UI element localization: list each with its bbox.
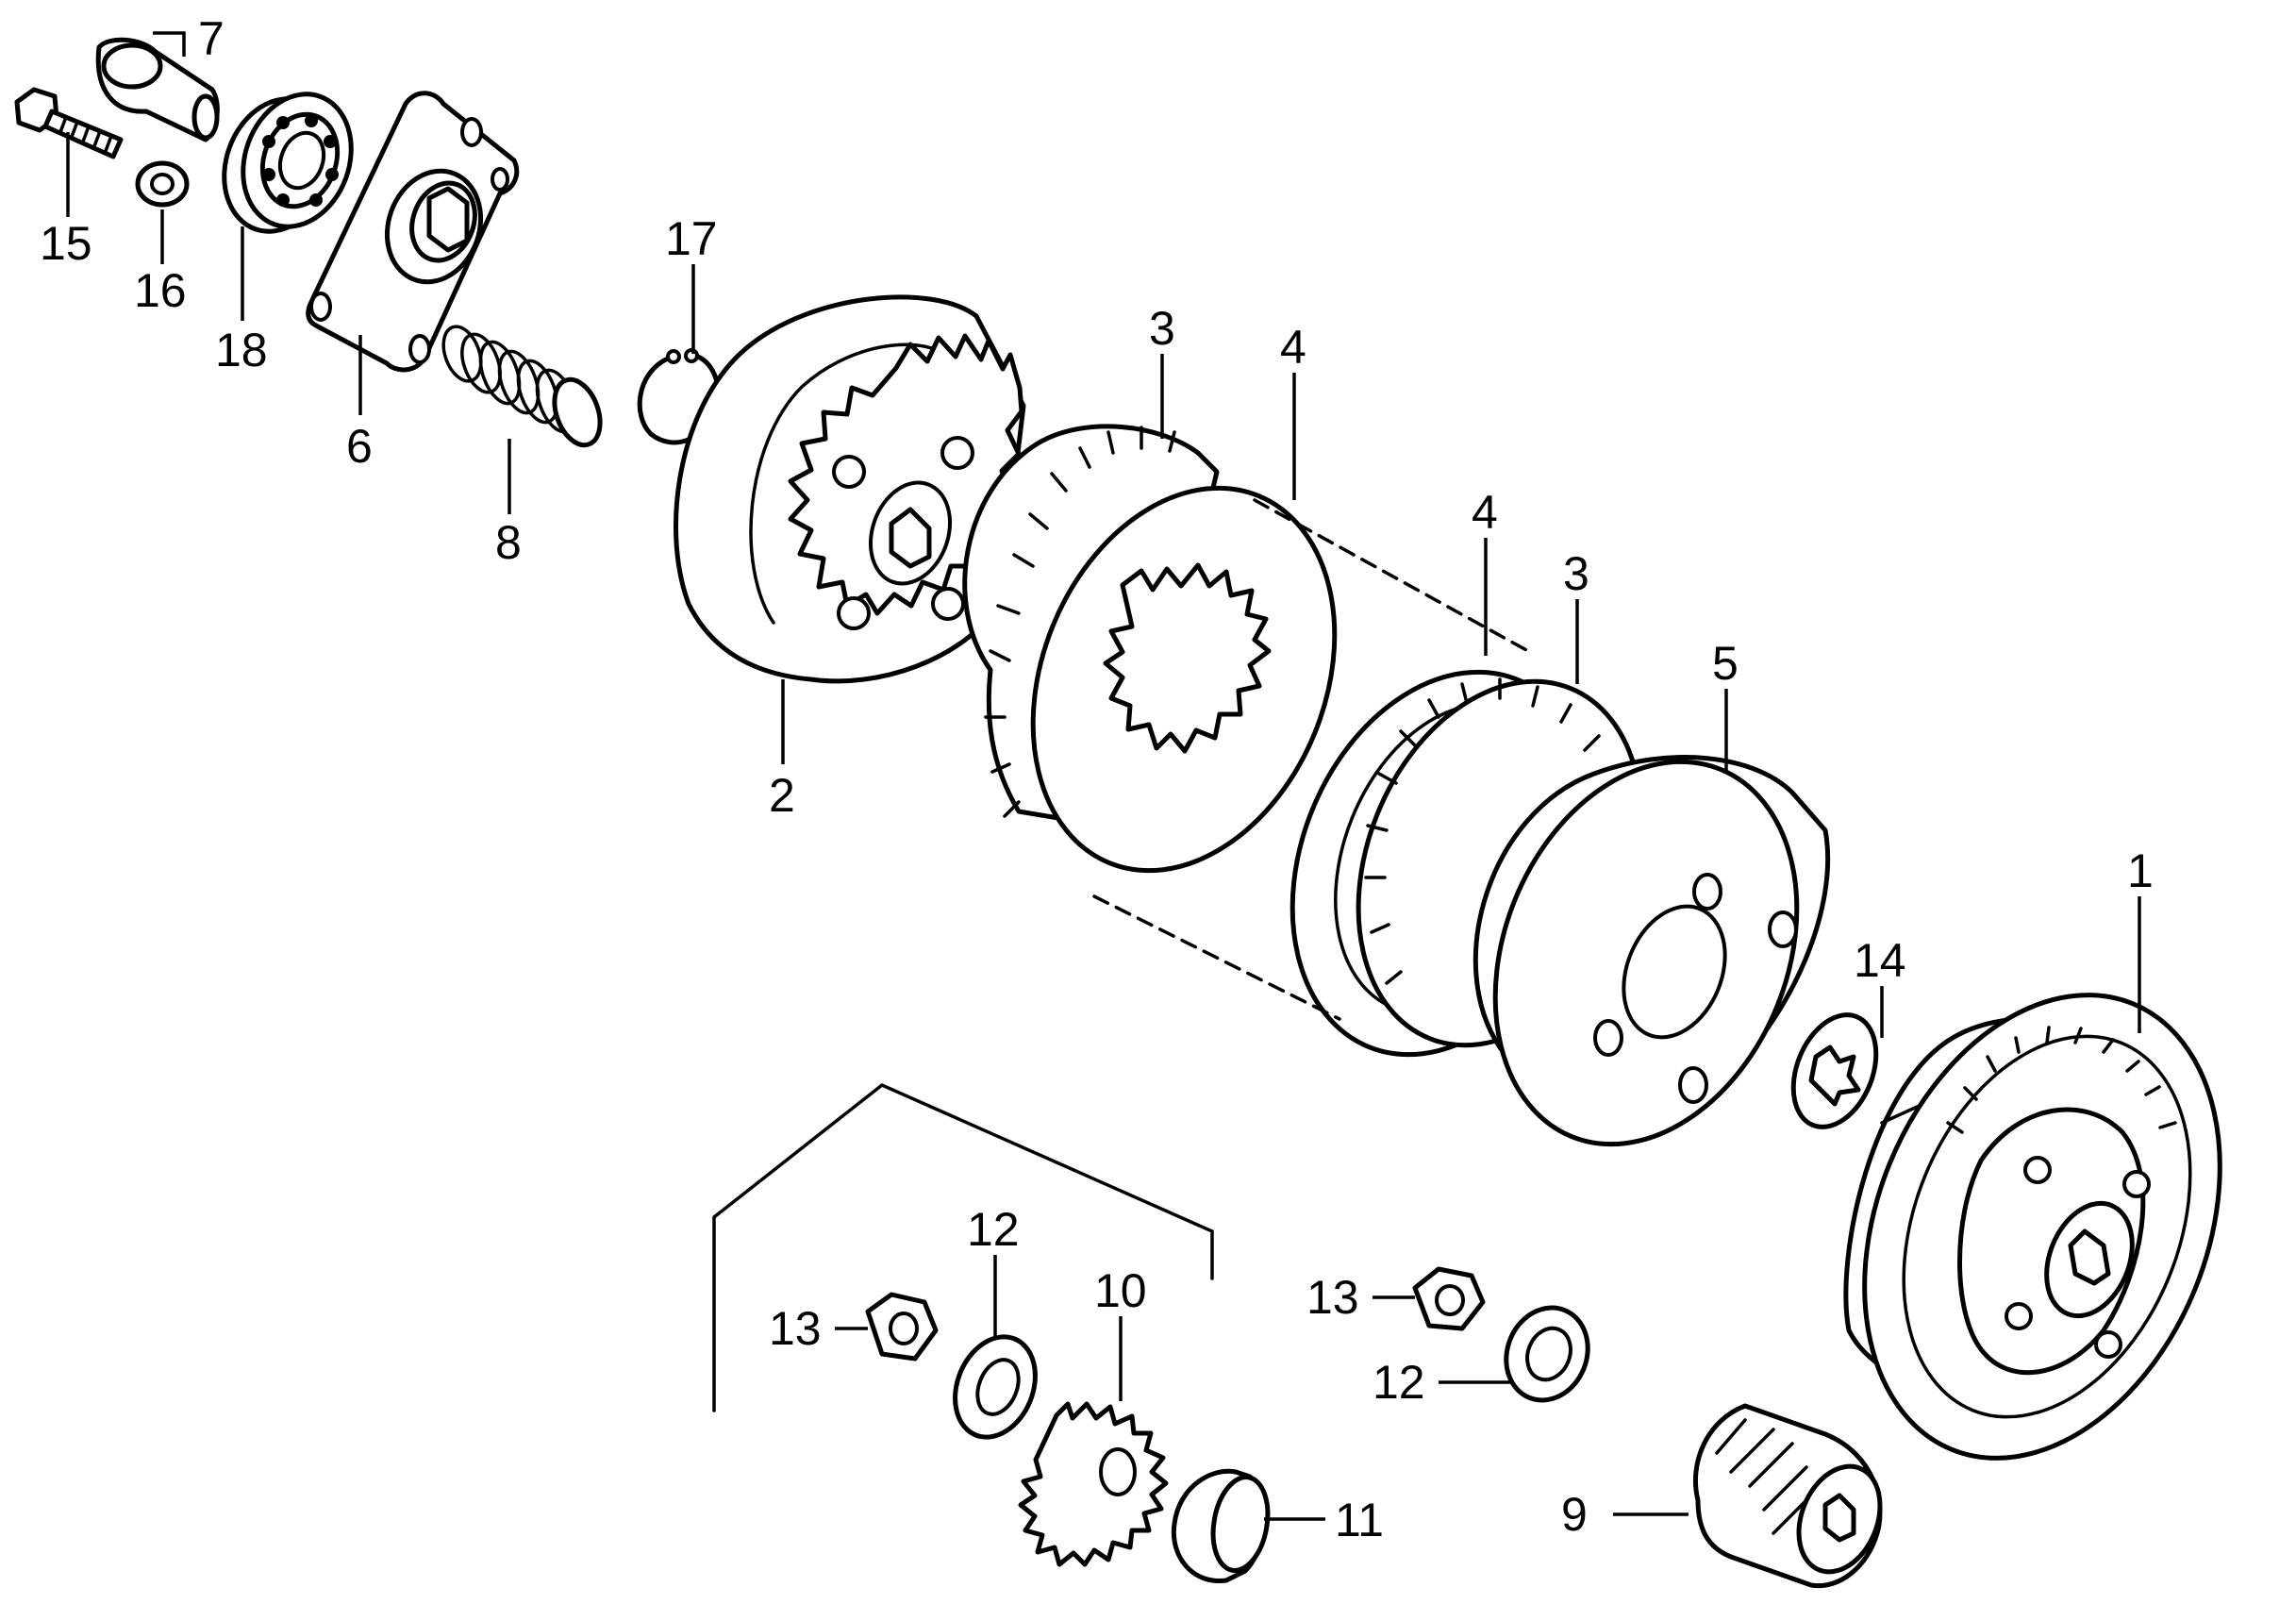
label-7: 7 [198, 12, 225, 65]
leader-lines [66, 31, 2141, 1521]
part-7-pin [95, 37, 220, 142]
part-10-gear [1018, 1401, 1169, 1567]
label-4a: 4 [1280, 321, 1306, 374]
label-13b: 13 [1306, 1271, 1359, 1324]
label-9: 9 [1561, 1488, 1588, 1541]
kit-bracket [712, 1082, 1214, 1412]
clutch-plate-pack-front [962, 424, 1338, 874]
part-13a-nut [865, 1292, 939, 1362]
part-8-spring [441, 325, 603, 448]
assembly-lines [1092, 498, 1530, 1021]
part-6-plate [306, 91, 520, 373]
part-9-gear [1692, 1403, 1883, 1589]
part-12b-washer [1504, 1305, 1590, 1403]
part-5-pressure-plate [1472, 755, 1831, 1147]
part-15-bolt [14, 87, 124, 159]
label-6: 6 [346, 420, 373, 473]
label-5: 5 [1712, 637, 1739, 690]
label-11: 11 [1335, 1494, 1384, 1546]
label-8: 8 [495, 516, 522, 569]
label-3b: 3 [1563, 547, 1589, 600]
part-1-clutch-outer [1843, 993, 2222, 1461]
label-14: 14 [1854, 934, 1906, 987]
part-12a-washer [953, 1334, 1038, 1440]
label-15: 15 [40, 217, 92, 270]
label-17: 17 [665, 212, 718, 265]
label-18: 18 [215, 324, 268, 376]
part-13b-nut [1412, 1266, 1486, 1331]
part-11-collar [1171, 1468, 1271, 1584]
label-2: 2 [769, 769, 795, 822]
part-18-bearing [222, 92, 354, 234]
label-13a: 13 [769, 1302, 822, 1355]
label-10: 10 [1094, 1264, 1147, 1317]
part-16-washer [135, 160, 190, 208]
label-3a: 3 [1149, 302, 1175, 355]
part-labels: 7 15 16 18 6 8 17 2 3 4 4 3 5 14 1 12 10… [40, 12, 2154, 1546]
part-14-lock-washer [1790, 1012, 1879, 1129]
label-4b: 4 [1472, 486, 1498, 539]
label-12a: 12 [967, 1203, 1020, 1256]
part-2-drive-gear [674, 294, 1026, 684]
label-12b: 12 [1373, 1356, 1425, 1409]
label-16: 16 [134, 264, 187, 317]
label-1: 1 [2127, 844, 2154, 897]
